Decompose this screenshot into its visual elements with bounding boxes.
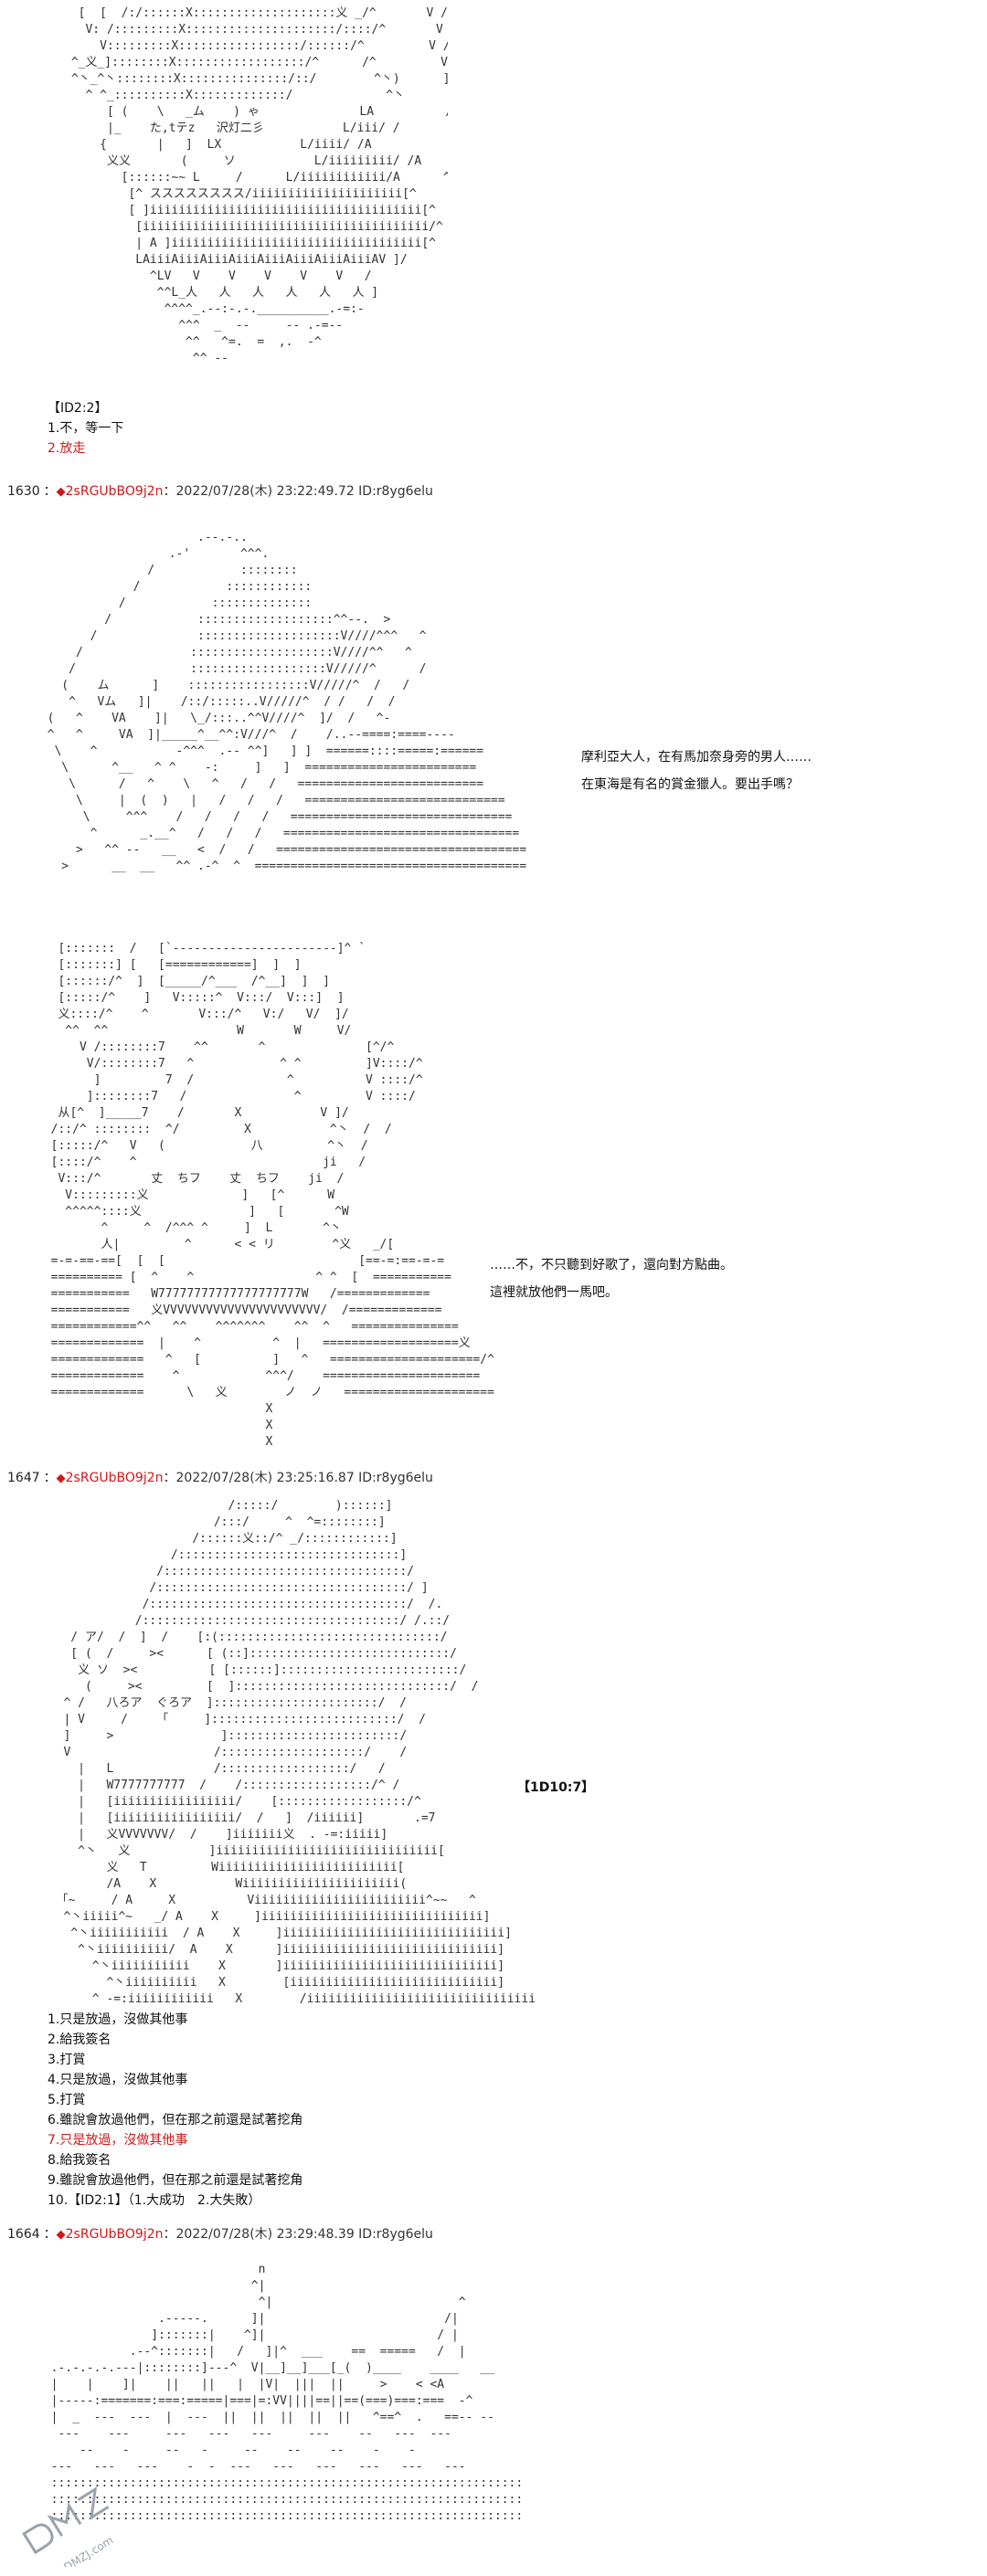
choice-option: 1.只是放過，沒做其他事 [48, 2012, 188, 2027]
choice-option: 1.不，等一下 [48, 421, 124, 436]
trip-diamond-icon: ◆ [56, 485, 66, 499]
post-header: 1647：◆2sRGUbBO9j2n：2022/07/28(木) 23:25:1… [7, 1469, 433, 1488]
post-number[interactable]: 1664 [7, 2227, 40, 2242]
post-tripcode: 2sRGUbBO9j2n [65, 1471, 164, 1485]
ascii-art-block: [ [ /:/::::::X::::::::::::::::::::义 _/^ … [70, 6, 448, 365]
watermark-logo: DMZJ.com [22, 2486, 115, 2567]
post-tripcode: 2sRGUbBO9j2n [65, 2227, 164, 2242]
trip-diamond-icon: ◆ [56, 1472, 66, 1485]
ascii-art-block: .--.-.. .-' ^^^. / :::::::: / ::::::::::… [47, 531, 527, 873]
choice-option: 3.打賞 [48, 2053, 86, 2067]
dice-result: 【1D10:7】 [517, 1780, 595, 1795]
choice-option: 6.雖說會放過他們，但在那之前還是試著挖角 [48, 2113, 303, 2127]
post-number[interactable]: 1647 [7, 1471, 40, 1485]
choice-option-selected: 7.只是放過，沒做其他事 [48, 2133, 188, 2148]
dialogue-text: ……不，不只聽到好歌了，還向對方點曲。 這裡就放他們一馬吧。 [490, 1255, 733, 1303]
post-separator: ： [43, 2227, 57, 2242]
post-meta: ：2022/07/28(木) 23:25:16.87 ID:r8yg6elu [163, 1471, 433, 1485]
choice-list: 【ID2:2】 1.不，等一下 2.放走 [48, 398, 123, 459]
dialogue-line: 摩利亞大人，在有馬加奈身旁的男人…… [581, 750, 812, 765]
post-header: 1664：◆2sRGUbBO9j2n：2022/07/28(木) 23:29:4… [7, 2225, 433, 2244]
choice-option: 9.雖說會放過他們，但在那之前還是試著挖角 [48, 2173, 303, 2188]
trip-diamond-icon: ◆ [56, 2228, 66, 2242]
post-separator: ： [43, 1471, 57, 1485]
post-number[interactable]: 1630 [7, 484, 40, 499]
choice-option: 2.給我簽名 [48, 2032, 111, 2047]
choice-option: 10.【ID2:1】（1.大成功 2.大失敗） [48, 2193, 261, 2208]
dialogue-line: 在東海是有名的賞金獵人。要出手嗎？ [581, 777, 799, 792]
choice-option: 4.只是放過，沒做其他事 [48, 2073, 188, 2087]
choice-header: 【ID2:2】 [48, 401, 108, 416]
ascii-art-block: [::::::: / [`-----------------------]^ `… [50, 942, 494, 1449]
choice-option-selected: 2.放走 [48, 441, 86, 456]
choice-option: 5.打賞 [48, 2093, 86, 2107]
choice-option: 8.給我簽名 [48, 2153, 111, 2168]
dialogue-line: ……不，不只聽到好歌了，還向對方點曲。 [490, 1258, 733, 1272]
dialogue-text: 摩利亞大人，在有馬加奈身旁的男人…… 在東海是有名的賞金獵人。要出手嗎？ [581, 747, 812, 795]
watermark-text: DMZJ.com [61, 2534, 115, 2567]
ascii-art-block: n ^| ^| ^ .-----. ]| /| ]:::::::| ^]| [50, 2263, 524, 2523]
post-meta: ：2022/07/28(木) 23:29:48.39 ID:r8yg6elu [163, 2227, 433, 2242]
post-header: 1630：◆2sRGUbBO9j2n：2022/07/28(木) 23:22:4… [7, 482, 433, 501]
choice-list: 1.只是放過，沒做其他事 2.給我簽名 3.打賞 4.只是放過，沒做其他事 5.… [48, 2010, 302, 2211]
dialogue-line: 這裡就放他們一馬吧。 [490, 1285, 618, 1300]
ascii-art-block: /:::::/ )::::::] /:::/ ^ ^=::::::::] /::… [56, 1499, 536, 2006]
post-meta: ：2022/07/28(木) 23:22:49.72 ID:r8yg6elu [163, 484, 433, 499]
post-separator: ： [43, 484, 57, 499]
post-tripcode: 2sRGUbBO9j2n [65, 484, 164, 499]
